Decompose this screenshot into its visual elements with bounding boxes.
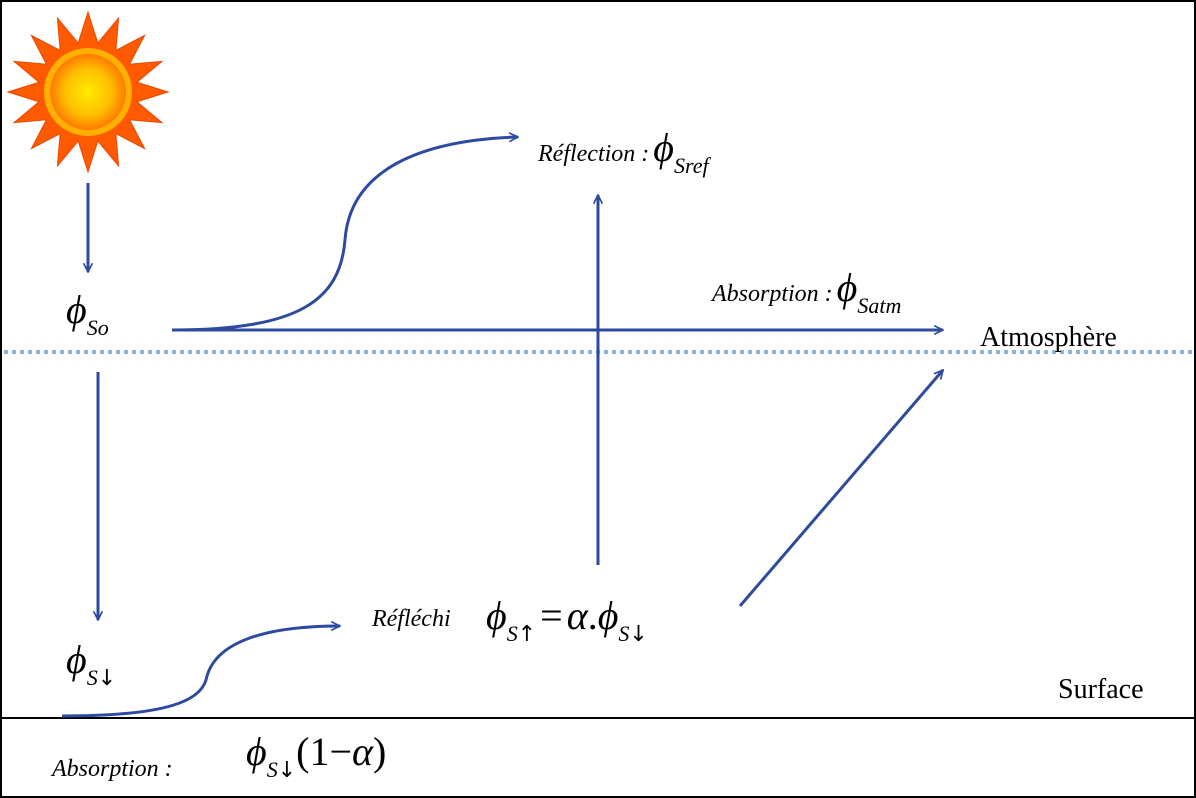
reflection-arrow	[172, 137, 518, 330]
sun-icon	[8, 12, 168, 172]
surface-label: Surface	[1058, 674, 1144, 706]
phi-so-label: ϕSo	[66, 290, 109, 341]
reflected-to-atmosphere-arrow	[740, 370, 943, 606]
phi-s-down-label: ϕS↓	[66, 640, 116, 691]
reflechi-label: Réfléchi	[372, 606, 451, 633]
absorption-atm-label: Absorption : ϕSatm	[712, 268, 901, 319]
absorption-surface-expression: ϕS↓(1−α)	[246, 732, 386, 783]
atmosphere-label: Atmosphère	[980, 322, 1117, 354]
absorption-surface-label: Absorption :	[52, 756, 173, 783]
reflection-label: Réflection : ϕSref	[538, 128, 709, 179]
reflected-flux-equation: ϕS↑ = α.ϕS↓	[486, 596, 648, 647]
